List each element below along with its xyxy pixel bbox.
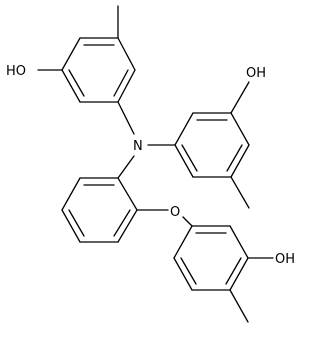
hydroxyl-right-label: OH — [246, 66, 266, 81]
double-bond — [225, 257, 242, 285]
ring-middle — [61, 177, 138, 243]
bond — [230, 112, 250, 146]
bond — [230, 144, 250, 178]
ether-oxygen-label: O — [170, 205, 180, 220]
bond — [173, 225, 193, 259]
bond — [174, 112, 194, 146]
hydroxyl-bond — [230, 81, 250, 114]
hydroxyl-left-label: HO — [6, 64, 26, 79]
ring-bottom — [173, 225, 249, 291]
double-bond — [180, 257, 197, 285]
double-bond — [113, 69, 129, 97]
hydroxyl-bottom-label: OH — [275, 252, 295, 267]
bond — [61, 209, 81, 243]
ether-bond — [182, 216, 193, 227]
bond — [117, 209, 138, 243]
bond — [61, 69, 81, 103]
methyl-bond — [229, 289, 249, 323]
ring-right — [174, 112, 250, 178]
bond — [61, 177, 81, 211]
bond — [174, 144, 194, 178]
bond — [117, 69, 136, 103]
double-bond — [226, 144, 243, 172]
aryl-n-bond — [117, 155, 135, 179]
double-bond — [181, 144, 198, 172]
double-bond — [113, 209, 131, 237]
bond — [61, 37, 81, 71]
aryl-n-bond — [117, 101, 135, 135]
methyl-bond — [230, 176, 250, 209]
bond — [229, 225, 249, 259]
bond — [173, 257, 193, 291]
bond — [117, 37, 136, 71]
bond — [117, 177, 138, 211]
nitrogen-label: N — [133, 139, 143, 154]
double-bond — [68, 209, 85, 237]
ring-top-left — [61, 37, 136, 103]
double-bond — [68, 69, 85, 97]
bond — [229, 257, 249, 291]
